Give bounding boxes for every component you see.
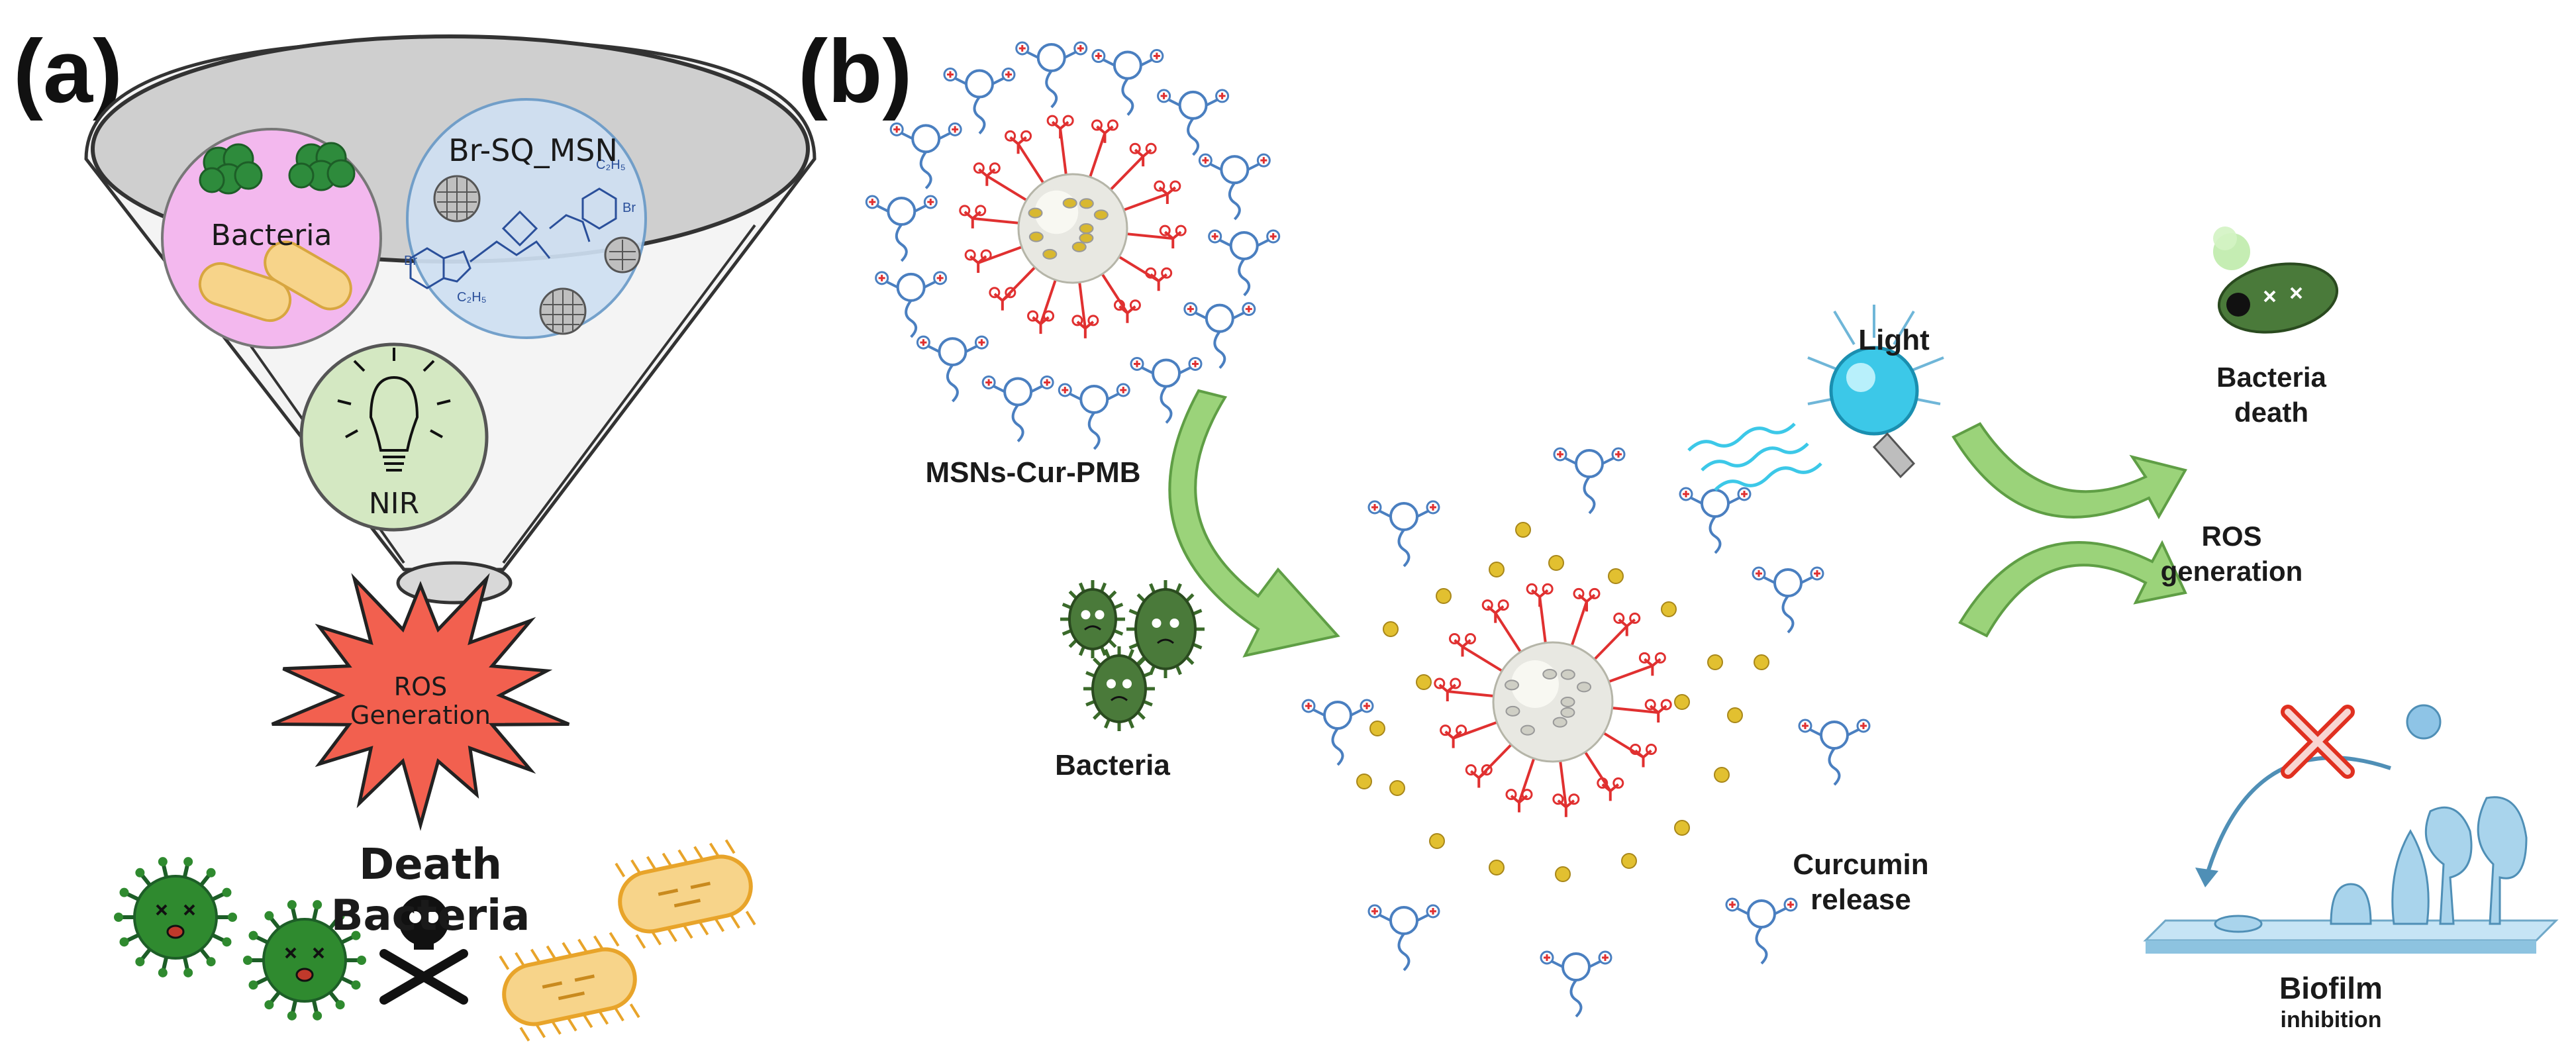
curcumin-label-line2: release: [1810, 883, 1911, 916]
spiky-bacteria-group-icon: [1060, 580, 1205, 731]
virus-icon-1: [114, 857, 237, 977]
light-label: Light: [1858, 324, 1930, 356]
bacteria-death-line1: Bacteria: [2216, 362, 2326, 393]
ros-label-line1: ROS: [393, 672, 448, 701]
ros-generation-line1: ROS: [2201, 521, 2262, 552]
biofilm-label-line2: inhibition: [2280, 1007, 2382, 1032]
chem-br-1: Br: [404, 254, 417, 268]
bacteria-label: Bacteria: [211, 219, 332, 252]
msn-label: Br-SQ_MSN: [448, 132, 618, 168]
bacteria-circle: [161, 128, 382, 349]
msn-label-b: MSNs-Cur-PMB: [925, 456, 1141, 489]
chemical-structure-icon: [409, 187, 617, 289]
virus-icon-2: [243, 900, 366, 1021]
biofilm-label-line1: Biofilm: [2279, 971, 2383, 1005]
rod-bacteria-bottom-1: [615, 839, 756, 949]
ros-generation-line2: generation: [2160, 556, 2303, 587]
crossing-arrows: [1952, 422, 2188, 638]
lightbulb-icon: [337, 348, 451, 472]
rod-bacteria-icon: [198, 240, 352, 323]
msn-nanoparticle-release: [1301, 447, 1871, 1018]
ros-label-line2: Generation: [350, 701, 491, 730]
ros-star: [271, 573, 570, 831]
msn-nanoparticle-loaded: [865, 41, 1281, 450]
light-bulb-icon: [1687, 305, 1944, 491]
chem-sub-2: C₂H₅: [596, 158, 626, 172]
curved-arrow-1: [1168, 389, 1340, 658]
rod-bacteria-bottom-2: [499, 932, 640, 1042]
cocci-cluster-icon: [199, 142, 356, 195]
bacteria-death-line2: death: [2234, 397, 2308, 428]
bacteria-label-b: Bacteria: [1055, 749, 1170, 781]
panel-b-label: (b): [798, 21, 913, 121]
msn-circle: Br Br C₂H₅ C₂H₅: [404, 98, 647, 339]
chem-br-2: Br: [622, 201, 636, 215]
nir-circle: [299, 342, 489, 532]
nir-label: NIR: [368, 487, 420, 521]
death-bacteria-label: Death Bacteria: [330, 840, 530, 940]
dead-bacterium-icon: [2213, 226, 2339, 334]
biofilm-plate-icon: [2143, 704, 2559, 954]
skull-crossbones-icon: [379, 895, 468, 1005]
curcumin-label-line1: Curcumin: [1793, 848, 1929, 881]
panel-a-label: (a): [13, 21, 123, 121]
chem-sub-1: C₂H₅: [457, 290, 487, 305]
